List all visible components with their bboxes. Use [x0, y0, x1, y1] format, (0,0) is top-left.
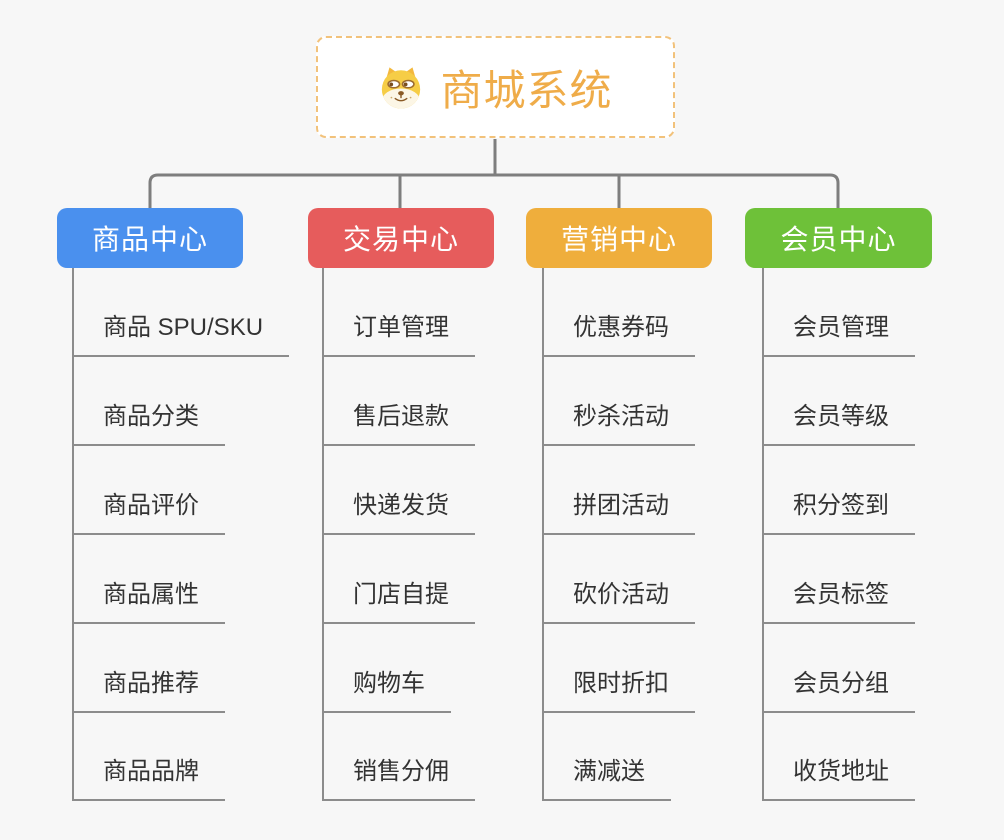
subtopic[interactable]: 会员管理 [763, 310, 915, 357]
branch-product-center[interactable]: 商品中心 [57, 208, 243, 268]
subtopic[interactable]: 秒杀活动 [543, 399, 695, 446]
root-topic[interactable]: 商城系统 [316, 36, 675, 138]
subtopic[interactable]: 快递发货 [323, 488, 475, 535]
doge-icon [378, 65, 424, 110]
subtopic[interactable]: 商品推荐 [73, 666, 225, 713]
branch-label: 营销中心 [560, 224, 677, 255]
subtopic[interactable]: 收货地址 [763, 754, 915, 801]
subtopic[interactable]: 满减送 [543, 754, 671, 801]
subtopic[interactable]: 商品 SPU/SKU [73, 310, 290, 357]
subtopic[interactable]: 会员标签 [763, 577, 915, 624]
subtopic[interactable]: 商品评价 [73, 488, 225, 535]
subtopic[interactable]: 会员分组 [763, 666, 915, 713]
subtopic[interactable]: 订单管理 [323, 310, 475, 357]
branch-member-center[interactable]: 会员中心 [745, 208, 932, 268]
subtopic[interactable]: 商品分类 [73, 399, 225, 446]
branch-label: 交易中心 [342, 224, 459, 255]
branch-trade-center[interactable]: 交易中心 [308, 208, 494, 268]
subtopic[interactable]: 商品属性 [73, 577, 225, 624]
subtopic[interactable]: 门店自提 [323, 577, 475, 624]
subtopic[interactable]: 限时折扣 [543, 666, 695, 713]
root-topic-label: 商城系统 [440, 66, 613, 114]
subtopic[interactable]: 售后退款 [323, 399, 475, 446]
subtopic[interactable]: 销售分佣 [323, 754, 475, 801]
subtopic[interactable]: 积分签到 [763, 488, 915, 535]
subtopic[interactable]: 砍价活动 [543, 577, 695, 624]
subtopic[interactable]: 优惠券码 [543, 310, 695, 357]
subtopic[interactable]: 会员等级 [763, 399, 915, 446]
branch-marketing-center[interactable]: 营销中心 [526, 208, 712, 268]
subtopic[interactable]: 商品品牌 [73, 754, 225, 801]
branch-label: 会员中心 [780, 224, 897, 255]
subtopic[interactable]: 购物车 [323, 666, 451, 713]
subtopic[interactable]: 拼团活动 [543, 488, 695, 535]
branch-label: 商品中心 [91, 224, 208, 255]
